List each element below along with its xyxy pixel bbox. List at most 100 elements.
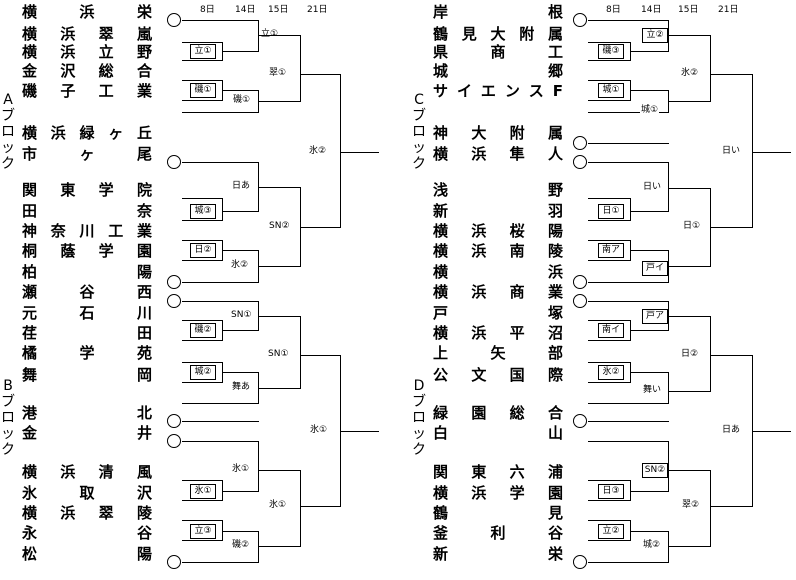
team-name: 磯子工業 [22, 81, 152, 101]
team-char: 野 [136, 43, 152, 61]
team-char: サ [433, 82, 449, 100]
bracket-line [752, 74, 753, 228]
venue-label: 磯② [231, 540, 251, 551]
venue-label: 舞あ [231, 382, 252, 393]
team-char: 尾 [136, 145, 152, 163]
bracket-line [182, 100, 223, 101]
bracket-line [630, 520, 631, 541]
bracket-line [300, 316, 301, 389]
team-char: 石 [79, 304, 95, 322]
bracket-line [222, 520, 223, 541]
team-char: ヶ [108, 124, 124, 142]
venue-label: 日い [721, 146, 742, 157]
bracket-line [752, 152, 791, 153]
team-name: 元石川 [22, 303, 152, 323]
bracket-line [182, 80, 223, 81]
team-char: 風 [136, 463, 152, 481]
team-char: ヶ [79, 145, 95, 163]
team-char: 鶴 [433, 504, 449, 522]
team-name: 横浜平沼 [433, 323, 563, 343]
team-name: 橘学苑 [22, 343, 152, 363]
team-char: 園 [547, 484, 563, 502]
bracket-line [588, 403, 669, 404]
bracket-line [182, 220, 223, 221]
bracket-line [300, 470, 301, 547]
team-char: 総 [98, 62, 114, 80]
bracket-line [182, 540, 223, 541]
seed-circle [167, 13, 181, 27]
team-char: 苑 [136, 344, 152, 362]
bracket-line [222, 480, 223, 501]
team-name: 横浜隼人 [433, 144, 563, 164]
venue-box: 日① [598, 204, 624, 219]
bracket-line [588, 20, 669, 21]
team-name: 白山 [433, 423, 563, 443]
venue-box: 日② [190, 243, 216, 258]
team-char: 舞 [22, 366, 38, 384]
venue-label: SN① [230, 310, 253, 321]
team-char: 浜 [471, 283, 487, 301]
bracket-line [588, 480, 631, 481]
team-char: 山 [547, 424, 563, 442]
bracket-line [258, 20, 259, 52]
bracket-line [222, 372, 259, 373]
bracket-line [588, 60, 631, 61]
date-8-left: 8日 [200, 5, 215, 15]
venue-label: SN② [268, 221, 291, 232]
bracket-line [340, 431, 379, 432]
team-char: 国 [509, 366, 525, 384]
team-char: 上 [433, 344, 449, 362]
team-char: 浜 [60, 504, 76, 522]
team-char: 隼 [509, 145, 525, 163]
team-name: 横浜翠陵 [22, 503, 152, 523]
team-char: 浜 [471, 222, 487, 240]
venue-label: 城② [642, 540, 662, 551]
bracket-line [588, 301, 669, 302]
bracket-line [668, 531, 669, 563]
bracket-line [258, 441, 259, 492]
seed-circle [573, 275, 587, 289]
venue-box: 城② [190, 365, 216, 380]
date-14-left: 14日 [235, 5, 256, 15]
team-char: 新 [433, 202, 449, 220]
venue-label: 日あ [231, 181, 252, 192]
bracket-line [668, 546, 711, 547]
team-name: 横浜 [433, 262, 563, 282]
seed-circle [167, 555, 181, 569]
venue-label: 氷① [309, 425, 329, 436]
team-char: 田 [136, 324, 152, 342]
team-name: 桐蔭学園 [22, 241, 152, 261]
team-char: 陵 [547, 242, 563, 260]
team-name: 鶴見大附属 [433, 24, 563, 44]
venue-box: 磯① [190, 83, 216, 98]
team-char: 平 [509, 324, 525, 342]
team-char: 浅 [433, 181, 449, 199]
team-name: 横浜南陵 [433, 241, 563, 261]
team-char: 属 [547, 124, 563, 142]
team-char: 見 [547, 504, 563, 522]
team-char: エ [480, 82, 496, 100]
team-char: 横 [22, 504, 38, 522]
bracket-line [668, 266, 711, 267]
team-name: 田奈 [22, 201, 152, 221]
venue-box: 南イ [598, 323, 624, 338]
team-char: 総 [509, 404, 525, 422]
team-name: 公文国際 [433, 365, 563, 385]
bracket-line [668, 470, 711, 471]
bracket-line [182, 301, 259, 302]
team-char: 井 [136, 424, 152, 442]
team-char: 商 [509, 283, 525, 301]
venue-box: 立② [598, 524, 624, 539]
team-name: 松陽 [22, 544, 152, 564]
venue-label: 日② [680, 349, 700, 360]
team-char: 浜 [471, 242, 487, 260]
bracket-line [630, 211, 669, 212]
venue-label: 磯① [232, 95, 252, 106]
venue-box: 日③ [598, 484, 624, 499]
bracket-line [222, 531, 259, 532]
bracket-line [668, 316, 711, 317]
bracket-line [588, 42, 631, 43]
date-8-right: 8日 [606, 5, 621, 15]
team-char: 羽 [547, 202, 563, 220]
team-name: 神奈川工業 [22, 221, 152, 241]
